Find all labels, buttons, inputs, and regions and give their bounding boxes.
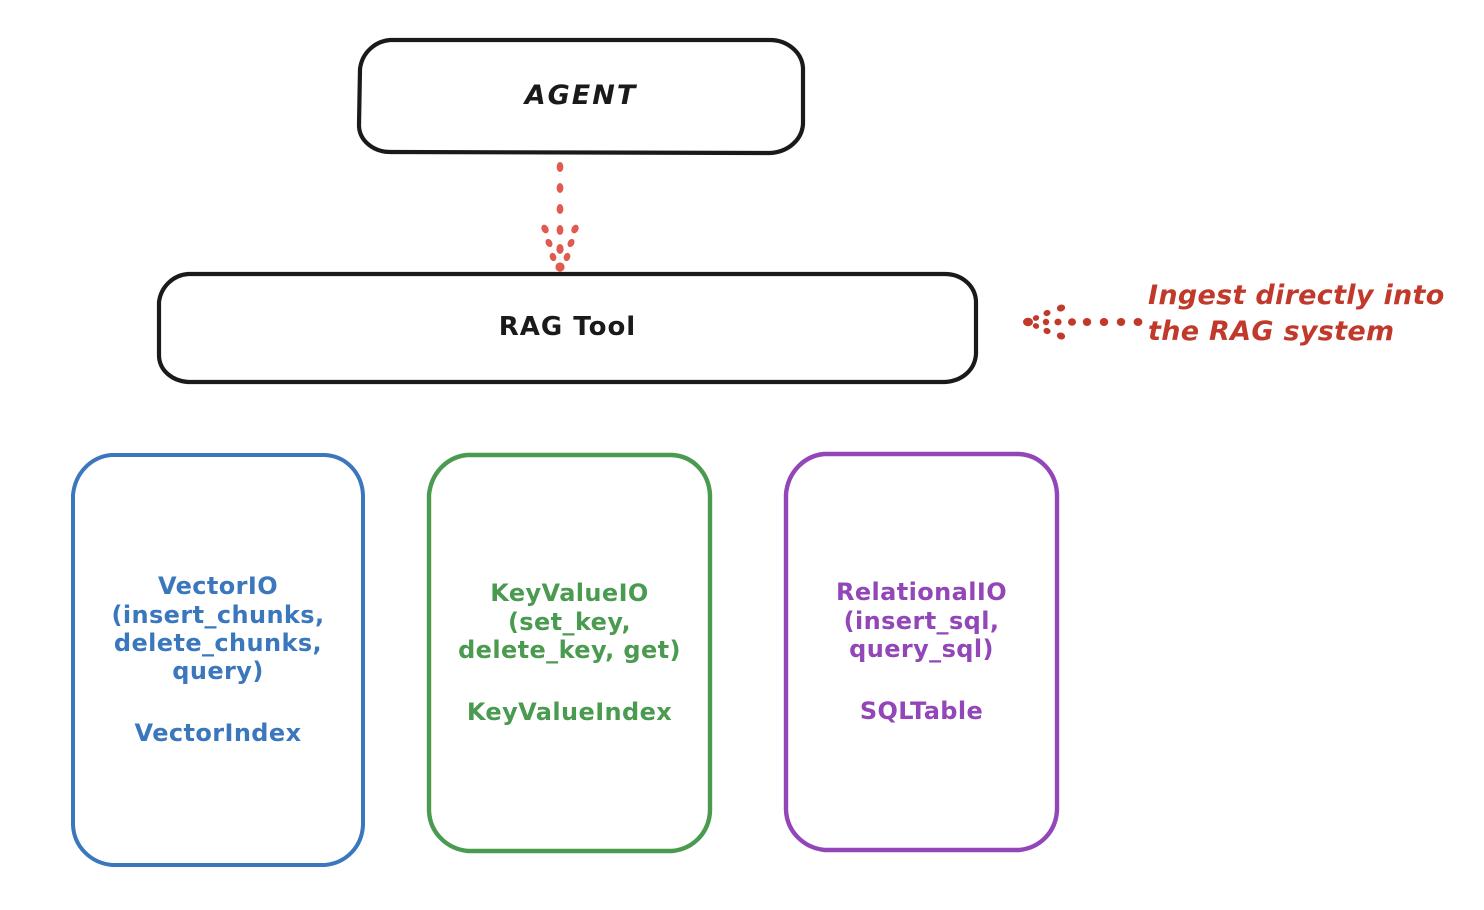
key-value-io-label: KeyValueIO (set_key, delete_key, get) <box>458 579 681 664</box>
node-rag-tool[interactable]: RAG Tool <box>156 271 979 385</box>
node-agent[interactable]: AGENT <box>356 37 806 156</box>
vector-index-label: VectorIndex <box>134 719 302 748</box>
annotation-ingest-directly: Ingest directly into the RAG system <box>1148 280 1445 347</box>
connector-agent-to-rag-tool <box>541 162 579 272</box>
relational-io-label: RelationalIO (insert_sql, query_sql) <box>835 578 1007 663</box>
rag-tool-label: RAG Tool <box>498 312 637 343</box>
sql-table-label: SQLTable <box>859 697 984 726</box>
connector-ingest-to-rag-tool <box>1023 304 1143 340</box>
vector-io-label: VectorIO (insert_chunks, delete_chunks, … <box>111 572 325 686</box>
node-relational-io[interactable]: RelationalIO (insert_sql, query_sql) SQL… <box>782 450 1061 854</box>
node-vector-io[interactable]: VectorIO (insert_chunks, delete_chunks, … <box>69 451 367 869</box>
agent-label: AGENT <box>524 80 638 112</box>
node-key-value-io[interactable]: KeyValueIO (set_key, delete_key, get) Ke… <box>425 451 714 855</box>
key-value-index-label: KeyValueIndex <box>466 698 673 727</box>
